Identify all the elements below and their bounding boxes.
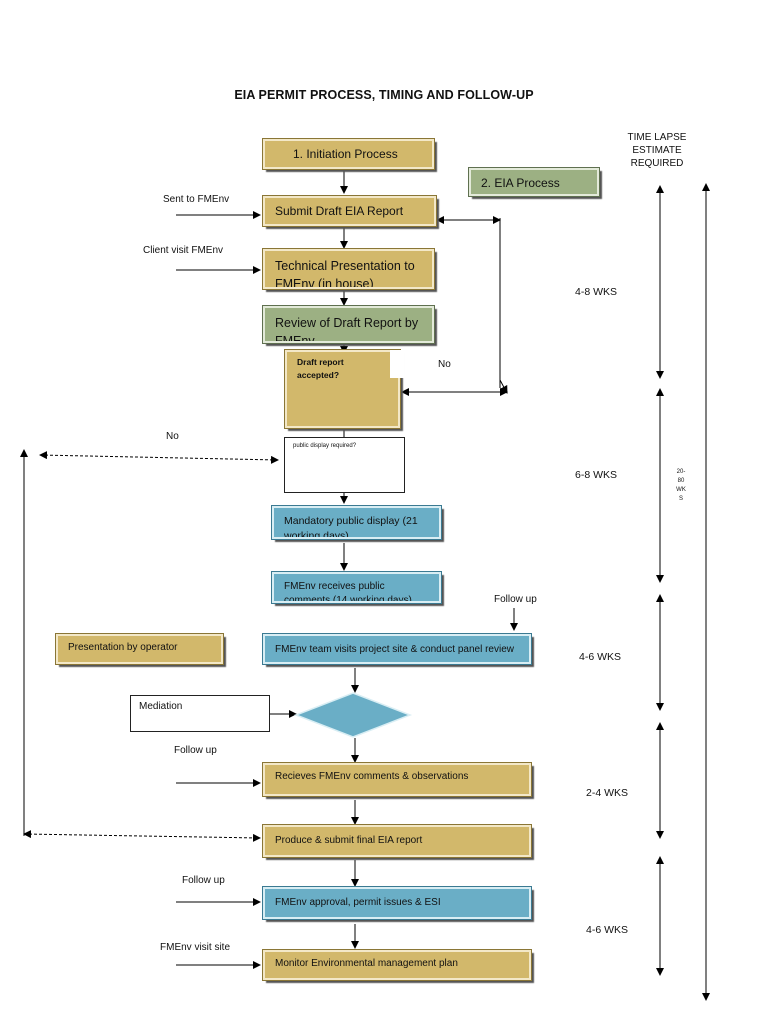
public-display-required-text: public display required? bbox=[293, 443, 357, 449]
time-header-line-2: ESTIMATE bbox=[632, 145, 682, 156]
label-follow-up-1: Follow up bbox=[174, 745, 217, 756]
initiation-process-box: 1. Initiation Process bbox=[262, 138, 435, 170]
technical-presentation-text: Technical Presentation to FMEnv (in hous… bbox=[275, 259, 415, 289]
decision-diamond bbox=[293, 692, 413, 738]
page-title: EIA PERMIT PROCESS, TIMING AND FOLLOW-UP bbox=[234, 88, 534, 102]
team-visits-box: FMEnv team visits project site & conduct… bbox=[262, 633, 532, 665]
presentation-operator-text: Presentation by operator bbox=[68, 642, 178, 653]
approval-text: FMEnv approval, permit issues & ESI bbox=[275, 897, 441, 908]
draft-accepted-text: Draft report accepted? bbox=[297, 357, 344, 380]
review-draft-box: Review of Draft Report by FMEnv bbox=[262, 305, 435, 344]
label-sent-to-fmenv: Sent to FMEnv bbox=[163, 194, 230, 205]
label-follow-up-right: Follow up bbox=[494, 594, 537, 605]
draft-accepted-box: Draft report accepted? bbox=[284, 349, 401, 429]
receives-comments-text: FMEnv receives public comments (14 worki… bbox=[284, 581, 412, 603]
total-line-3: WK bbox=[676, 487, 686, 493]
receives-comments-box: FMEnv receives public comments (14 worki… bbox=[271, 571, 442, 604]
team-visits-text: FMEnv team visits project site & conduct… bbox=[275, 644, 514, 655]
label-no-left: No bbox=[166, 431, 179, 442]
submit-draft-box: Submit Draft EIA Report bbox=[262, 195, 437, 227]
label-client-visit: Client visit FMEnv bbox=[143, 245, 224, 256]
label-follow-up-2: Follow up bbox=[182, 875, 225, 886]
technical-presentation-box: Technical Presentation to FMEnv (in hous… bbox=[262, 248, 435, 290]
mediation-box: Mediation bbox=[130, 695, 270, 732]
time-label-1: 4-8 WKS bbox=[575, 286, 618, 298]
time-label-2: 6-8 WKS bbox=[575, 469, 618, 481]
label-no-right: No bbox=[438, 359, 451, 370]
eia-process-box: 2. EIA Process bbox=[468, 167, 600, 197]
review-draft-text: Review of Draft Report by FMEnv bbox=[275, 316, 419, 343]
time-label-3: 4-6 WKS bbox=[579, 651, 622, 663]
time-label-total: 20- 80 WK S bbox=[672, 468, 690, 504]
recieves-observations-box: Recieves FMEnv comments & observations bbox=[262, 762, 532, 797]
total-line-1: 20- bbox=[676, 469, 686, 475]
total-line-2: 80 bbox=[677, 478, 685, 484]
total-line-4: S bbox=[678, 496, 683, 502]
recieves-observations-text: Recieves FMEnv comments & observations bbox=[275, 771, 469, 782]
mediation-text: Mediation bbox=[139, 701, 183, 712]
mandatory-display-text: Mandatory public display (21 working day… bbox=[284, 515, 418, 539]
time-label-5: 4-6 WKS bbox=[586, 924, 629, 936]
submit-draft-text: Submit Draft EIA Report bbox=[275, 204, 404, 218]
produce-final-text: Produce & submit final EIA report bbox=[275, 835, 423, 846]
time-lapse-header: TIME LAPSE ESTIMATE REQUIRED bbox=[612, 131, 702, 170]
presentation-operator-box: Presentation by operator bbox=[55, 633, 224, 665]
draft-accepted-notch bbox=[390, 350, 404, 378]
time-header-line-3: REQUIRED bbox=[630, 158, 684, 169]
mandatory-display-box: Mandatory public display (21 working day… bbox=[271, 505, 442, 540]
produce-final-box: Produce & submit final EIA report bbox=[262, 824, 532, 858]
monitor-box: Monitor Environmental management plan bbox=[262, 949, 532, 981]
monitor-text: Monitor Environmental management plan bbox=[275, 958, 458, 969]
label-fmenv-visit-site: FMEnv visit site bbox=[160, 942, 231, 953]
time-label-4: 2-4 WKS bbox=[586, 787, 629, 799]
approval-box: FMEnv approval, permit issues & ESI bbox=[262, 886, 532, 920]
eia-process-text: 2. EIA Process bbox=[481, 176, 560, 190]
time-header-line-1: TIME LAPSE bbox=[627, 132, 687, 143]
public-display-required-box: public display required? bbox=[284, 437, 405, 493]
initiation-process-text: 1. Initiation Process bbox=[293, 147, 398, 161]
